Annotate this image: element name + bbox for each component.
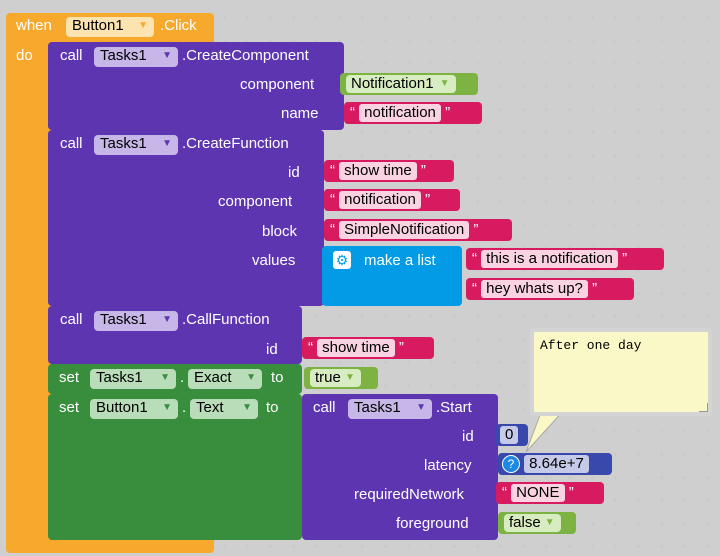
help-icon[interactable]: ? [502,455,520,474]
component-name: Tasks1 [354,399,401,416]
component-name: Tasks1 [100,135,147,152]
id-number-block[interactable]: 0 [496,424,528,446]
block-text-block[interactable]: “ SimpleNotification ” [324,219,512,241]
comment-resize-handle[interactable] [699,403,708,412]
arg-label-required-network: requiredNetwork [354,486,465,503]
method-label: .CallFunction [182,311,270,328]
set-label: set [59,369,80,386]
dropdown-arrow-icon: ▼ [439,78,450,89]
text-value[interactable]: notification [339,191,421,209]
boolean-value: false [509,514,541,531]
call-label: call [60,135,83,152]
id-text-block[interactable]: “ show time ” [302,337,434,359]
dropdown-arrow-icon: ▼ [162,314,172,325]
call-label: call [60,311,83,328]
set-text-property-dropdown[interactable]: Text ▼ [190,399,258,419]
text-value[interactable]: SimpleNotification [339,221,470,239]
comment-text[interactable]: After one day [540,338,642,353]
arg-label-id: id [288,164,300,181]
make-a-list-label: make a list [364,252,436,269]
arg-label-values: values [252,252,296,269]
start-target-dropdown[interactable]: Tasks1 ▼ [348,399,432,419]
to-label: to [266,399,279,416]
event-name-label: .Click [160,17,197,34]
call-label: call [313,399,336,416]
component-dropdown[interactable]: Notification1 ▼ [346,75,456,93]
component-name: Tasks1 [100,47,147,64]
dropdown-arrow-icon: ▼ [162,402,172,413]
arg-label-block: block [262,223,298,240]
boolean-value: true [315,369,341,386]
boolean-dropdown[interactable]: false ▼ [504,514,561,532]
property-name: Text [196,399,224,416]
do-label: do [16,47,33,64]
to-label: to [271,369,284,386]
call-label: call [60,47,83,64]
component-name: Tasks1 [100,311,147,328]
true-logic-block[interactable]: true ▼ [304,367,378,389]
arg-label-latency: latency [424,457,472,474]
name-text-block[interactable]: “ notification ” [344,102,482,124]
dropdown-arrow-icon: ▼ [162,50,172,61]
component-value: Notification1 [351,75,434,92]
list-item-2-text-block[interactable]: “ hey whats up? ” [466,278,634,300]
set-exact-component-dropdown[interactable]: Tasks1 ▼ [90,369,176,389]
method-label: .CreateFunction [182,135,289,152]
dropdown-arrow-icon: ▼ [160,372,170,383]
arg-label-name: name [281,105,319,122]
arg-label-foreground: foreground [396,515,469,532]
text-value[interactable]: show time [339,162,417,180]
list-item-1-text-block[interactable]: “ this is a notification ” [466,248,664,270]
component-name: Tasks1 [96,369,143,386]
arg-label-id: id [462,428,474,445]
latency-number-block[interactable]: ? 8.64e+7 [498,453,612,475]
create-function-block[interactable] [48,130,324,306]
comment-bubble[interactable]: After one day [530,328,712,416]
set-text-component-dropdown[interactable]: Button1 ▼ [90,399,178,419]
arg-label-component: component [218,193,293,210]
component-name: Button1 [96,399,148,416]
id-text-block[interactable]: “ show time ” [324,160,454,182]
property-name: Exact [194,369,232,386]
text-value[interactable]: notification [359,104,441,122]
gear-icon[interactable]: ⚙ [333,251,351,269]
dropdown-arrow-icon: ▼ [416,402,426,413]
network-text-block[interactable]: “ NONE ” [496,482,604,504]
dot-separator: . [182,399,187,416]
dropdown-arrow-icon: ▼ [138,20,148,31]
set-exact-property-dropdown[interactable]: Exact ▼ [188,369,262,389]
text-value[interactable]: show time [317,339,395,357]
call-function-target-dropdown[interactable]: Tasks1 ▼ [94,311,178,331]
when-label: when [16,17,52,34]
dropdown-arrow-icon: ▼ [242,402,252,413]
false-logic-block[interactable]: false ▼ [498,512,576,534]
text-value[interactable]: hey whats up? [481,280,588,298]
text-value[interactable]: this is a notification [481,250,618,268]
method-label: .CreateComponent [182,47,309,64]
boolean-dropdown[interactable]: true ▼ [310,369,361,387]
set-label: set [59,399,80,416]
component-text-block[interactable]: “ notification ” [324,189,460,211]
dot-separator: . [180,369,185,386]
create-component-target-dropdown[interactable]: Tasks1 ▼ [94,47,178,67]
notification-component-block[interactable]: Notification1 ▼ [340,73,478,95]
number-value[interactable]: 8.64e+7 [524,455,589,473]
text-value[interactable]: NONE [511,484,565,502]
dropdown-arrow-icon: ▼ [246,372,256,383]
arg-label-component: component [240,76,315,93]
dropdown-arrow-icon: ▼ [162,138,172,149]
create-function-target-dropdown[interactable]: Tasks1 ▼ [94,135,178,155]
event-component-dropdown[interactable]: Button1 ▼ [66,17,154,37]
event-component-label: Button1 [72,17,124,34]
dropdown-arrow-icon: ▼ [344,372,355,383]
arg-label-id: id [266,341,278,358]
number-value[interactable]: 0 [500,426,519,444]
dropdown-arrow-icon: ▼ [544,517,555,528]
method-label: .Start [436,399,472,416]
